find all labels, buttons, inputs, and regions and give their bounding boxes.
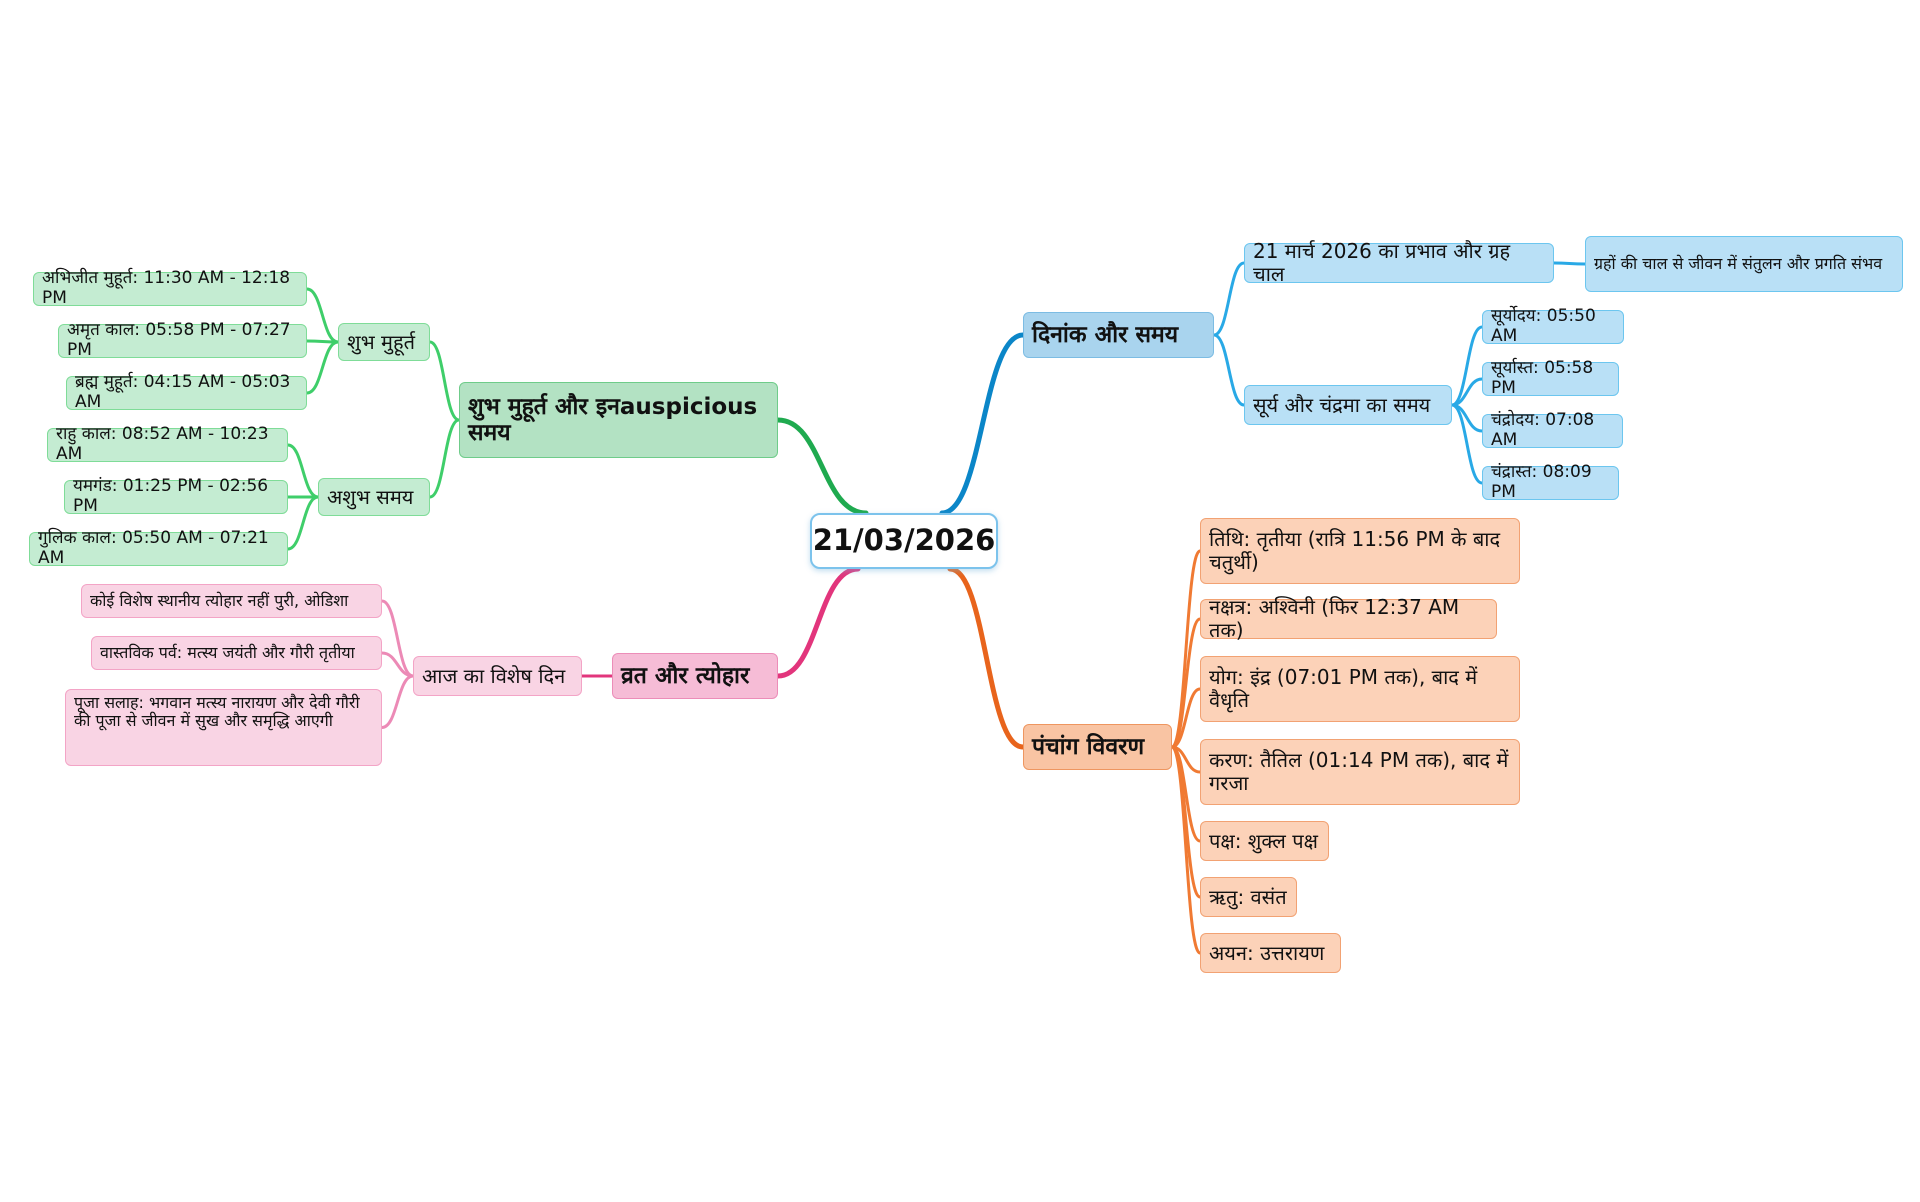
- link-line-special-day: [380, 674, 415, 729]
- link-line-date-time: [1212, 261, 1246, 337]
- topic-puja-advice[interactable]: पूजा सलाह: भगवान मत्स्य नारायण और देवी ग…: [65, 689, 382, 766]
- topic-special-day[interactable]: आज का विशेष दिन: [413, 656, 582, 696]
- topic-paksha[interactable]: पक्ष: शुक्ल पक्ष: [1200, 821, 1329, 861]
- link-line-sun-moon: [1450, 403, 1484, 485]
- topic-rahu-kaal[interactable]: राहु काल: 08:52 AM - 10:23 AM: [47, 425, 288, 464]
- link-line-effect: [1552, 261, 1587, 266]
- topic-actual-festival[interactable]: वास्तविक पर्व: मत्स्य जयंती और गौरी तृती…: [91, 636, 382, 670]
- topic-no-local-festival[interactable]: कोई विशेष स्थानीय त्योहार नहीं पुरी, ओडि…: [81, 584, 382, 618]
- topic-date-effect[interactable]: 21 मार्च 2026 का प्रभाव और ग्रह चाल: [1244, 240, 1554, 286]
- link-line-special-day: [380, 599, 415, 678]
- central-topic[interactable]: 21/03/2026: [810, 513, 998, 569]
- branch-vrat-tyohar[interactable]: व्रत और त्योहार: [612, 653, 778, 699]
- topic-sun-moon-times[interactable]: सूर्य और चंद्रमा का समय: [1244, 385, 1452, 425]
- link-line-date-time: [1212, 333, 1246, 407]
- branch-line-muhurat: [775, 417, 869, 516]
- branch-line-date-time: [939, 332, 1026, 516]
- topic-karan[interactable]: करण: तैतिल (01:14 PM तक), बाद में गरजा: [1200, 739, 1520, 805]
- link-line-ashubh: [286, 443, 320, 499]
- topic-brahma-muhurat[interactable]: ब्रह्म मुहूर्त: 04:15 AM - 05:03 AM: [66, 373, 307, 412]
- topic-ayan[interactable]: अयन: उत्तरायण: [1200, 933, 1341, 973]
- link-line-muhurat: [428, 418, 461, 499]
- topic-tithi[interactable]: तिथि: तृतीया (रात्रि 11:56 PM के बाद चतु…: [1200, 518, 1520, 584]
- topic-sunrise[interactable]: सूर्योदय: 05:50 AM: [1482, 307, 1624, 346]
- link-line-shubh: [305, 287, 340, 344]
- branch-panchang[interactable]: पंचांग विवरण: [1023, 724, 1172, 770]
- topic-shubh-muhurat[interactable]: शुभ मुहूर्त: [338, 323, 430, 361]
- link-line-ashubh: [286, 495, 320, 551]
- link-line-muhurat: [428, 340, 461, 422]
- topic-yamgand[interactable]: यमगंड: 01:25 PM - 02:56 PM: [64, 477, 288, 516]
- topic-nakshatra[interactable]: नक्षत्र: अश्विनी (फिर 12:37 AM तक): [1200, 596, 1497, 642]
- link-line-panchang: [1170, 617, 1202, 749]
- topic-yoga[interactable]: योग: इंद्र (07:01 PM तक), बाद में वैधृति: [1200, 656, 1520, 722]
- branch-date-time[interactable]: दिनांक और समय: [1023, 312, 1214, 358]
- branch-muhurat[interactable]: शुभ मुहूर्त और इनauspicious समय: [459, 382, 778, 458]
- link-line-shubh: [305, 339, 340, 344]
- link-line-panchang: [1170, 687, 1202, 749]
- link-line-shubh: [305, 340, 340, 395]
- topic-abhijit-muhurat[interactable]: अभिजीत मुहूर्त: 11:30 AM - 12:18 PM: [33, 269, 307, 308]
- branch-line-panchang: [947, 566, 1026, 750]
- branch-line-festival: [775, 566, 861, 679]
- topic-moonrise[interactable]: चंद्रोदय: 07:08 AM: [1482, 411, 1623, 450]
- link-line-sun-moon: [1450, 325, 1484, 407]
- link-line-panchang: [1170, 745, 1202, 955]
- topic-amrit-kaal[interactable]: अमृत काल: 05:58 PM - 07:27 PM: [58, 321, 307, 360]
- topic-ritu[interactable]: ऋतु: वसंत: [1200, 877, 1297, 917]
- topic-gulik-kaal[interactable]: गुलिक काल: 05:50 AM - 07:21 AM: [29, 529, 288, 568]
- topic-sunset[interactable]: सूर्यास्त: 05:58 PM: [1482, 359, 1619, 398]
- topic-ashubh-samay[interactable]: अशुभ समय: [318, 478, 430, 516]
- topic-moonset[interactable]: चंद्रास्त: 08:09 PM: [1482, 463, 1619, 502]
- topic-effect-detail[interactable]: ग्रहों की चाल से जीवन में संतुलन और प्रग…: [1585, 236, 1903, 292]
